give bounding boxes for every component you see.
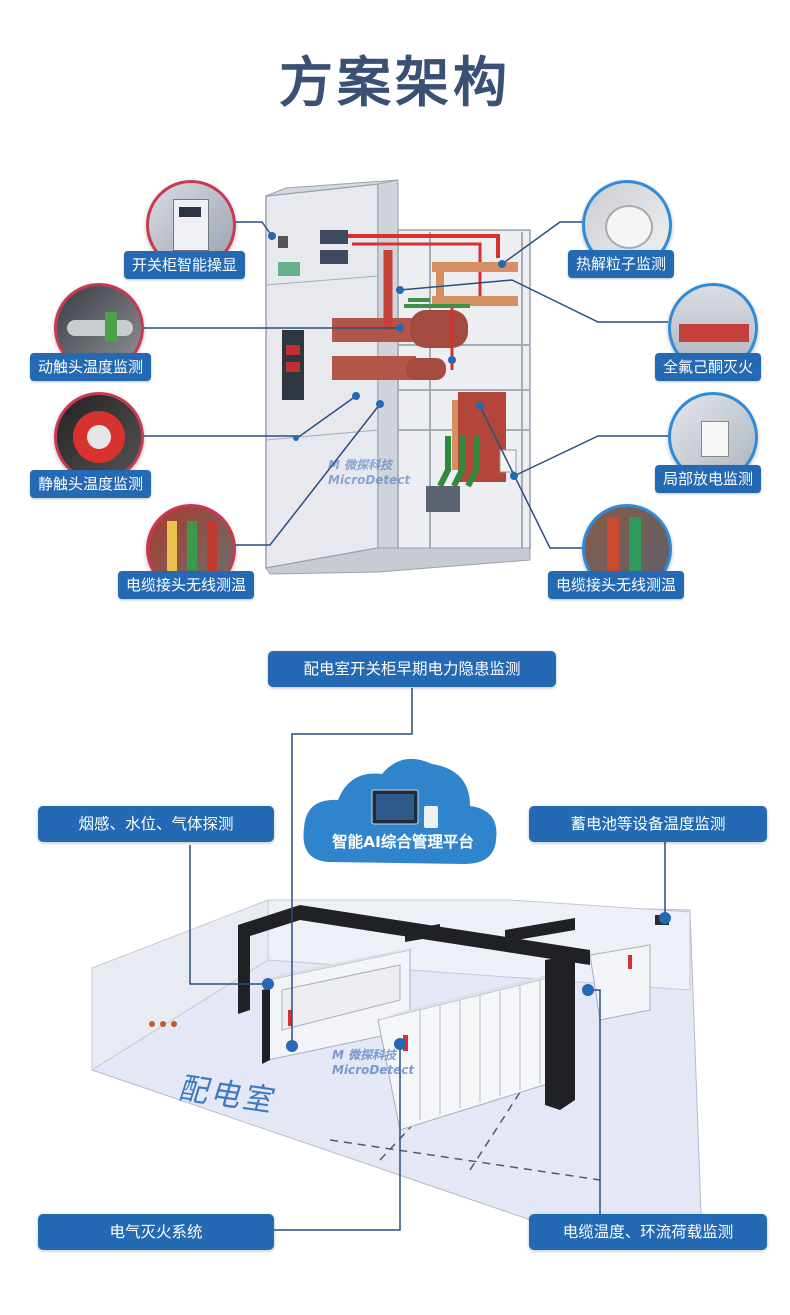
switchgear-cabinet-illustration: [130, 179, 668, 575]
label-moving-contact-temp: 动触头温度监测: [30, 353, 152, 381]
label-fire-extinguishing: 全氟己酮灭火: [655, 353, 762, 381]
label-pyrolysis-particle: 热解粒子监测: [568, 250, 675, 278]
label-static-contact-temp: 静触头温度监测: [30, 470, 152, 498]
cloud-platform-label: 智能AI综合管理平台: [332, 833, 474, 851]
label-smoke-water-gas: 烟感、水位、气体探测: [38, 806, 274, 842]
label-cable-joint-right: 电缆接头无线测温: [548, 571, 685, 599]
label-electrical-fire-system: 电气灭火系统: [38, 1214, 274, 1250]
label-cable-temp-load: 电缆温度、环流荷载监测: [529, 1214, 767, 1250]
label-early-hazard-monitoring: 配电室开关柜早期电力隐患监测: [268, 651, 556, 687]
page-title: 方案架构: [279, 51, 511, 114]
label-cable-joint-left: 电缆接头无线测温: [118, 571, 255, 599]
label-battery-temperature: 蓄电池等设备温度监测: [529, 806, 767, 842]
label-partial-discharge: 局部放电监测: [655, 465, 762, 493]
label-switchgear-display: 开关柜智能操显: [124, 251, 246, 279]
static-contact-photo: [54, 392, 144, 482]
